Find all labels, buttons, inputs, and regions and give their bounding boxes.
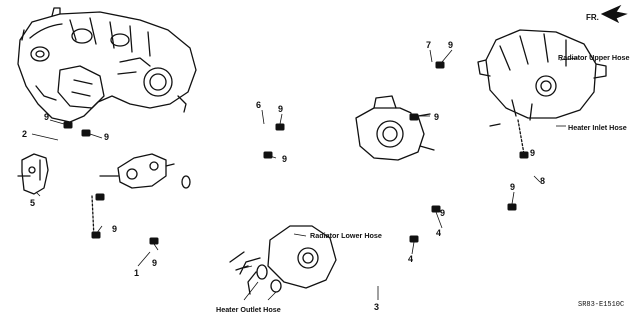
front-direction-marker: FR. <box>586 4 628 24</box>
part-code: SR83-E1510C <box>578 301 624 309</box>
callout-8: 8 <box>540 176 545 186</box>
label-radiator-upper-hose: Radiator Upper Hose <box>558 53 630 62</box>
hose-part-6 <box>245 121 275 155</box>
callout-9j: 9 <box>530 148 535 158</box>
callout-9e: 9 <box>278 104 283 114</box>
label-heater-inlet-hose: Heater Inlet Hose <box>568 123 627 132</box>
callout-9h: 9 <box>434 112 439 122</box>
callout-1: 1 <box>134 268 139 278</box>
intake-manifold-left <box>17 7 197 123</box>
leader-lines <box>31 49 579 301</box>
hose-part-7 <box>411 60 443 115</box>
label-radiator-lower-hose: Radiator Lower Hose <box>310 231 382 240</box>
engine-block-right <box>477 29 607 127</box>
callout-9f: 9 <box>282 154 287 164</box>
hose-clamps <box>63 61 529 245</box>
callout-9b: 9 <box>104 132 109 142</box>
callout-5: 5 <box>30 198 35 208</box>
bracket-part-5 <box>17 153 49 195</box>
callout-9i: 9 <box>510 182 515 192</box>
water-fitting-mid <box>99 153 175 189</box>
callout-2: 2 <box>22 129 27 139</box>
water-pipe-middle <box>181 175 289 238</box>
callout-9d: 9 <box>152 258 157 268</box>
callout-6: 6 <box>256 100 261 110</box>
callout-9a: 9 <box>44 112 49 122</box>
callout-9g: 9 <box>448 40 453 50</box>
callout-9c: 9 <box>112 224 117 234</box>
label-heater-outlet-hose: Heater Outlet Hose <box>216 305 281 314</box>
fr-label: FR. <box>586 13 599 22</box>
callout-7: 7 <box>426 40 431 50</box>
callout-4b: 4 <box>408 254 413 264</box>
callout-9k: 9 <box>440 208 445 218</box>
front-arrow-icon <box>600 4 628 24</box>
callout-4a: 4 <box>436 228 441 238</box>
throttle-body-center <box>355 95 435 161</box>
callout-3: 3 <box>374 302 379 312</box>
hose-part-1 <box>90 234 160 272</box>
